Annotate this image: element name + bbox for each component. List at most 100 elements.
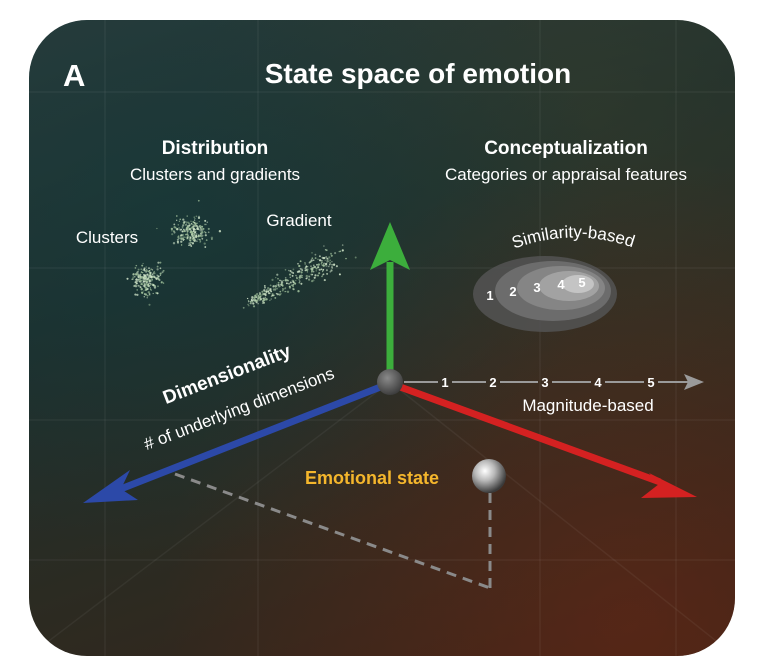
scatter-speck	[247, 300, 250, 303]
scatter-speck	[304, 262, 307, 265]
scatter-speck	[176, 219, 178, 221]
scatter-speck	[287, 269, 290, 272]
origin-marker	[377, 369, 403, 395]
scatter-speck	[282, 288, 284, 290]
scatter-speck	[285, 282, 288, 285]
scatter-speck	[194, 217, 196, 220]
scatter-speck	[159, 272, 162, 275]
scatter-speck	[264, 297, 267, 299]
background-glow	[29, 20, 735, 656]
scatter-speck	[300, 274, 303, 277]
scatter-speck	[137, 274, 139, 276]
scatter-speck	[312, 268, 314, 270]
similarity-level-5: 5	[578, 275, 585, 290]
scatter-speck	[159, 274, 162, 277]
scatter-speck	[272, 288, 276, 291]
scatter-speck	[181, 230, 184, 233]
scatter-speck	[187, 225, 190, 229]
scatter-speck	[295, 279, 297, 282]
scatter-speck	[254, 300, 256, 302]
scatter-speck	[184, 224, 187, 226]
scatter-speck	[156, 268, 159, 271]
scatter-speck	[189, 236, 191, 238]
scatter-speck	[315, 269, 318, 272]
scatter-speck	[325, 249, 328, 252]
scatter-speck	[280, 283, 282, 285]
scatter-speck	[137, 278, 139, 281]
scatter-speck	[201, 237, 204, 240]
scatter-speck	[271, 278, 274, 282]
scatter-speck	[143, 278, 145, 280]
scatter-speck	[199, 224, 202, 228]
scatter-speck	[153, 286, 157, 289]
scatter-speck	[286, 290, 290, 293]
scatter-speck	[176, 240, 179, 243]
similarity-level-4: 4	[557, 277, 565, 292]
scatter-speck	[189, 224, 191, 226]
magnitude-tick-5: 5	[647, 375, 654, 390]
scatter-speck	[157, 261, 160, 264]
scatter-speck	[192, 236, 195, 240]
scatter-speck	[249, 300, 252, 303]
scatter-speck	[182, 236, 184, 238]
scatter-speck	[141, 291, 143, 294]
scatter-speck	[267, 287, 270, 290]
scatter-speck	[139, 276, 142, 278]
scatter-speck	[133, 284, 136, 288]
scatter-speck	[264, 298, 267, 301]
scatter-speck	[179, 218, 181, 221]
scatter-speck	[200, 231, 203, 234]
diagram-title: State space of emotion	[265, 58, 572, 89]
scatter-speck	[135, 282, 138, 285]
scatter-speck	[180, 236, 182, 239]
scatter-speck	[312, 259, 315, 261]
scatter-speck	[146, 297, 148, 299]
scatter-speck	[142, 290, 145, 292]
scatter-speck	[317, 274, 319, 277]
scatter-speck	[161, 271, 164, 274]
scatter-speck	[323, 262, 326, 265]
scatter-speck	[190, 223, 192, 226]
scatter-speck	[134, 276, 136, 278]
scatter-speck	[140, 271, 143, 273]
distribution-subheading: Clusters and gradients	[130, 165, 300, 184]
scatter-speck	[180, 233, 183, 237]
scatter-speck	[313, 276, 316, 279]
scatter-speck	[211, 238, 213, 240]
scatter-speck	[178, 227, 180, 229]
scatter-speck	[305, 274, 308, 278]
similarity-level-1: 1	[486, 288, 493, 303]
scatter-speck	[287, 280, 289, 282]
scatter-speck	[314, 257, 317, 260]
scatter-speck	[200, 235, 203, 237]
scatter-speck	[253, 297, 256, 300]
magnitude-axis	[404, 374, 704, 390]
scatter-speck	[136, 278, 138, 280]
projection-lines	[174, 472, 492, 590]
scatter-speck	[190, 220, 192, 223]
scatter-speck	[134, 293, 137, 296]
scatter-speck	[252, 305, 256, 308]
scatter-speck	[306, 271, 309, 273]
scatter-speck	[247, 303, 249, 306]
scatter-speck	[160, 281, 163, 284]
scatter-speck	[326, 272, 329, 275]
scatter-speck	[151, 283, 154, 286]
scatter-speck	[304, 261, 306, 264]
scatter-speck	[322, 268, 325, 271]
scatter-speck	[136, 293, 139, 297]
scatter-speck	[186, 236, 188, 238]
scatter-speck	[143, 268, 146, 271]
scatter-speck	[300, 282, 303, 285]
scatter-speck	[301, 275, 303, 277]
scatter-speck	[147, 270, 150, 273]
scatter-speck	[178, 220, 180, 222]
scatter-speck	[274, 296, 277, 299]
scatter-speck	[201, 234, 204, 237]
scatter-speck	[140, 278, 142, 280]
scatter-speck	[172, 242, 176, 245]
scatter-speck	[288, 282, 290, 285]
magnitude-tick-2: 2	[489, 375, 496, 390]
scatter-speck	[185, 223, 188, 225]
scatter-speck	[156, 227, 158, 230]
